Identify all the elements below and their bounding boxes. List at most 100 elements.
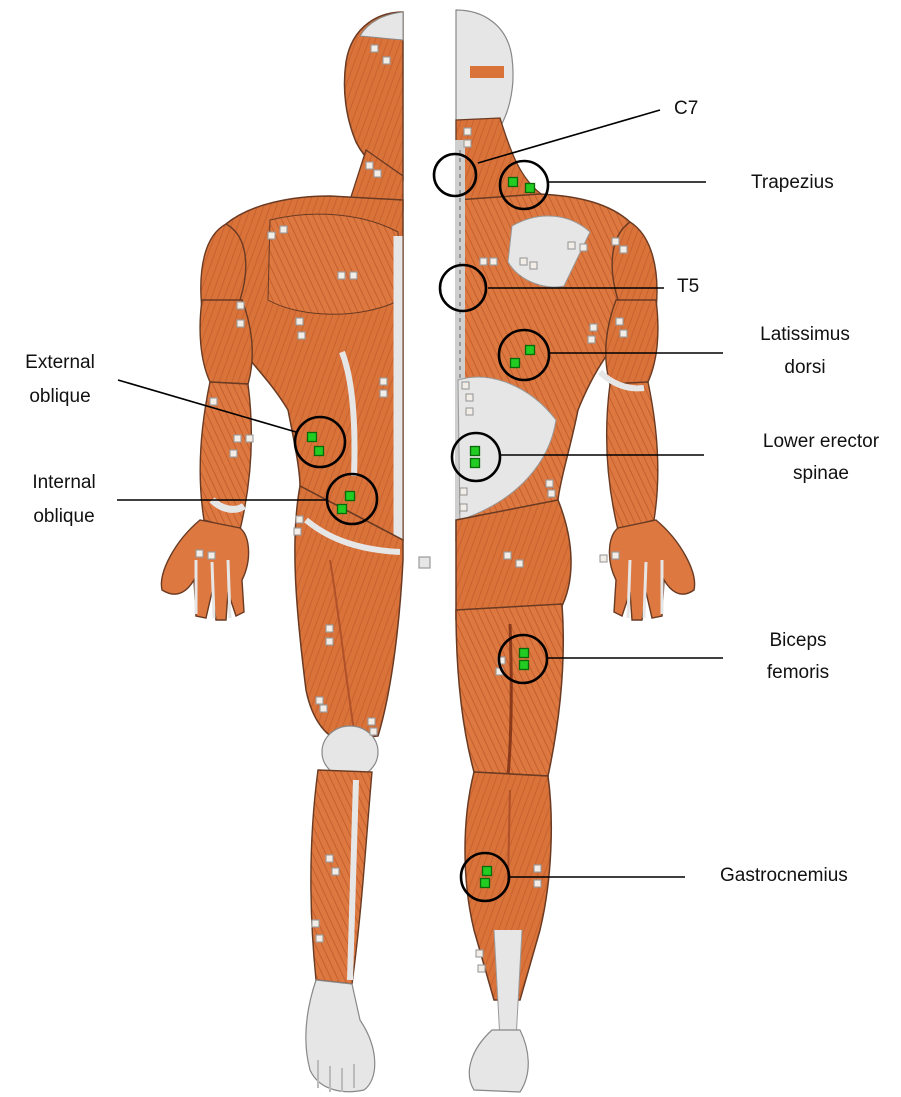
grey-marker-icon: [546, 480, 553, 487]
electrode-icon: [526, 346, 535, 355]
grey-marker-icon: [466, 394, 473, 401]
grey-marker-icon: [196, 550, 203, 557]
label-external-oblique-1: External: [0, 349, 120, 376]
front-hand: [161, 520, 248, 620]
back-forearm: [607, 382, 658, 530]
label-biceps-femoris-2: femoris: [738, 659, 858, 686]
grey-marker-icon: [383, 57, 390, 64]
grey-marker-icon: [534, 865, 541, 872]
grey-marker-icon: [380, 378, 387, 385]
grey-marker-icon: [237, 302, 244, 309]
grey-marker-icon: [588, 336, 595, 343]
grey-marker-icon: [568, 242, 575, 249]
grey-marker-icon: [462, 382, 469, 389]
electrode-icon: [511, 359, 520, 368]
grey-marker-icon: [368, 718, 375, 725]
label-gastrocnemius: Gastrocnemius: [720, 862, 848, 889]
grey-marker-icon: [478, 965, 485, 972]
front-shin: [311, 770, 372, 984]
label-biceps-femoris-1: Biceps: [738, 627, 858, 654]
grey-marker-icon: [460, 488, 467, 495]
grey-marker-icon: [234, 435, 241, 442]
grey-marker-icon: [620, 330, 627, 337]
grey-marker-icon: [316, 935, 323, 942]
grey-marker-icon: [350, 272, 357, 279]
grey-marker-icon: [534, 880, 541, 887]
electrode-icon: [526, 184, 535, 193]
grey-marker-icon: [366, 162, 373, 169]
grey-marker-icon: [530, 262, 537, 269]
back-foot: [469, 1030, 528, 1092]
grey-marker-icon: [320, 705, 327, 712]
grey-marker-icon: [371, 45, 378, 52]
grey-marker-icon: [520, 258, 527, 265]
grey-marker-icon: [490, 258, 497, 265]
back-hand: [609, 520, 694, 620]
grey-marker-icon: [466, 408, 473, 415]
grey-marker-icon: [590, 324, 597, 331]
grey-marker-icon: [312, 920, 319, 927]
grey-marker-icon: [326, 855, 333, 862]
grey-marker-icon: [280, 226, 287, 233]
label-lower-erector-1: Lower erector: [741, 428, 901, 455]
electrode-icon: [481, 879, 490, 888]
grey-marker-icon: [326, 625, 333, 632]
grey-marker-icon: [338, 272, 345, 279]
label-internal-oblique-2: oblique: [4, 503, 124, 530]
grey-marker-icon: [600, 555, 607, 562]
grey-marker-icon: [298, 332, 305, 339]
electrode-icon: [308, 433, 317, 442]
grey-marker-icon: [516, 560, 523, 567]
grey-marker-icon: [380, 390, 387, 397]
grey-marker-icon: [246, 435, 253, 442]
grey-marker-icon: [464, 128, 471, 135]
grey-marker-icon: [504, 552, 511, 559]
grey-marker-icon: [210, 398, 217, 405]
label-internal-oblique-1: Internal: [4, 469, 124, 496]
electrode-icon: [520, 649, 529, 658]
label-latissimus-1: Latissimus: [745, 321, 865, 348]
grey-marker-icon: [208, 552, 215, 559]
grey-marker-icon: [332, 868, 339, 875]
electrode-icon: [471, 447, 480, 456]
grey-marker-icon: [476, 950, 483, 957]
grey-marker-icon: [268, 232, 275, 239]
front-foot: [306, 980, 375, 1092]
grey-marker-icon: [374, 170, 381, 177]
label-trapezius: Trapezius: [751, 169, 834, 196]
grey-marker-icon: [296, 318, 303, 325]
grey-marker-icon: [612, 552, 619, 559]
electrode-icon: [315, 447, 324, 456]
label-lower-erector-2: spinae: [741, 460, 901, 487]
label-latissimus-2: dorsi: [745, 354, 865, 381]
center-marker: [419, 557, 430, 568]
electrode-icon: [346, 492, 355, 501]
grey-marker-icon: [296, 516, 303, 523]
grey-marker-icon: [370, 728, 377, 735]
grey-marker-icon: [548, 490, 555, 497]
grey-marker-icon: [316, 697, 323, 704]
label-external-oblique-2: oblique: [0, 383, 120, 410]
label-t5: T5: [677, 273, 699, 300]
grey-marker-icon: [230, 450, 237, 457]
grey-marker-icon: [294, 528, 301, 535]
grey-marker-icon: [326, 638, 333, 645]
grey-marker-icon: [620, 246, 627, 253]
grey-marker-icon: [480, 258, 487, 265]
grey-marker-icon: [580, 244, 587, 251]
electrode-icon: [520, 661, 529, 670]
grey-marker-icon: [616, 318, 623, 325]
back-upper-arm: [606, 300, 658, 384]
grey-marker-icon: [460, 504, 467, 511]
label-c7: C7: [674, 95, 698, 122]
electrode-icon: [483, 867, 492, 876]
grey-marker-icon: [464, 140, 471, 147]
front-upper-arm: [200, 300, 252, 384]
electrode-icon: [471, 459, 480, 468]
back-body: [456, 10, 695, 1092]
electrode-icon: [338, 505, 347, 514]
electrode-icon: [509, 178, 518, 187]
grey-marker-icon: [612, 238, 619, 245]
grey-marker-icon: [237, 320, 244, 327]
